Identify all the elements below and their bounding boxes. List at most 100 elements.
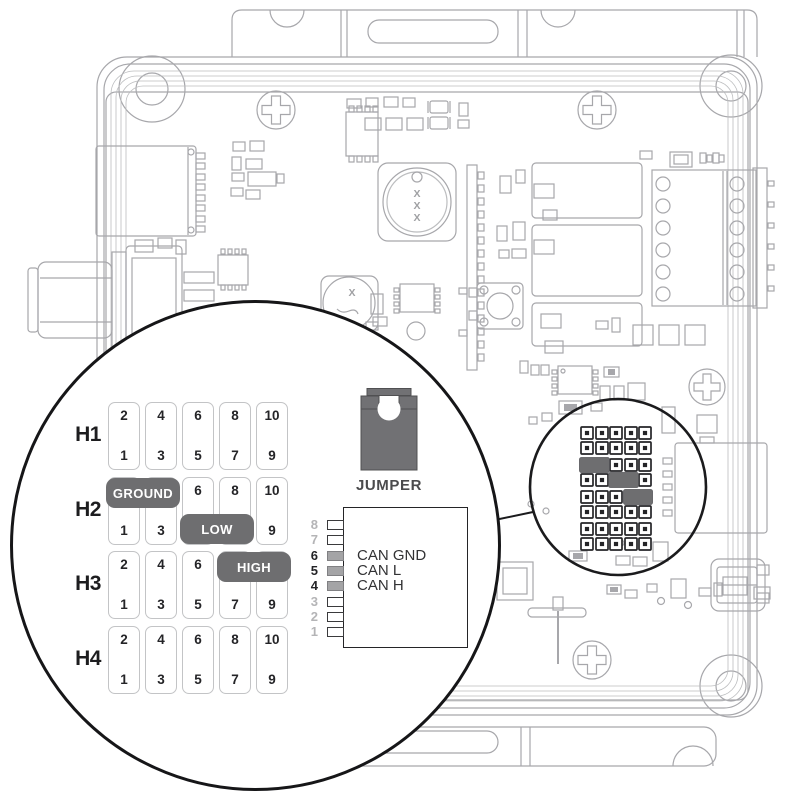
pin-number-bottom: 7 [231,596,239,612]
header-label-h4: H4 [75,647,101,670]
pin-number-bottom: 1 [120,671,128,687]
pin-column-h2-5: 10 9 [256,477,288,545]
large-cap-vent-mark: X [413,188,420,200]
pin-header-strip [458,164,485,371]
jumper-setting-badge-low: LOW [180,514,254,544]
jumper-label: JUMPER [355,477,423,494]
large-cap-vent-mark: X [413,212,420,224]
header-label-h1: H1 [75,423,101,446]
pin-number-top: 6 [194,408,202,423]
large-capacitor [377,162,457,242]
pin-number-bottom: 3 [157,447,165,463]
small-parts-left [134,237,249,302]
soic-chip-top [345,105,379,163]
connector-pin-number-3: 3 [310,594,318,609]
connector-pin-number-5: 5 [310,563,318,578]
jumper-cap-illustration [360,388,418,471]
pin-number-top: 6 [194,483,202,498]
large-cap-vent-mark: X [413,200,420,212]
pin-number-bottom: 7 [231,671,239,687]
pin-number-bottom: 1 [120,596,128,612]
connector-signal-can-l: CAN L [357,562,402,579]
inset-jumper-ground [579,457,610,473]
jumper-setting-badge-high: HIGH [217,552,291,582]
pin-number-top: 10 [264,483,280,498]
connector-pin-stub-5 [327,566,344,576]
right-small-parts [519,150,725,401]
connector-pin-stub-7 [327,535,344,545]
push-button [468,282,524,330]
connector-pin-stub-8 [327,520,344,530]
pin-number-bottom: 9 [268,671,276,687]
header-label-h2: H2 [75,498,101,521]
pin-number-bottom: 3 [157,671,165,687]
right-module [674,436,768,534]
bottom-center-parts [496,561,771,664]
connector-pin-number-2: 2 [310,609,318,624]
pin-number-top: 2 [120,408,128,423]
ethernet-connector [95,145,206,237]
inset-jumper-low [608,472,639,488]
connector-pin-stub-4 [327,581,344,591]
pin-number-bottom: 9 [268,522,276,538]
inset-circle [528,397,708,577]
pin-number-bottom: 3 [157,522,165,538]
pin-number-top: 8 [231,408,239,423]
inset-jumper-high [623,489,653,505]
pin-number-top: 10 [264,632,280,647]
screw-top-right-icon [577,90,617,130]
pin-number-top: 4 [157,408,165,423]
connector-pin-number-6: 6 [310,548,318,563]
pin-number-bottom: 7 [231,447,239,463]
pin-number-top: 6 [194,557,202,572]
pin-number-top: 2 [120,557,128,572]
connector-signal-can-gnd: CAN GND [357,547,427,564]
connector-pin-number-4: 4 [310,578,318,593]
small-cap-vent-mark: X [348,287,355,299]
connector-outline [343,507,468,648]
pin-column-h4-5: 10 9 [256,626,288,694]
pin-number-bottom: 5 [194,447,202,463]
transistor-parts [496,169,564,354]
screw-top-left-icon [256,90,296,130]
connector-pin-stub-6 [327,551,344,561]
pin-number-top: 8 [231,632,239,647]
jumper-setting-badge-ground: GROUND [106,478,180,508]
terminal-block [595,167,775,346]
soic-chip-mid [393,283,441,314]
connector-pin-stub-1 [327,627,344,637]
pin-number-top: 10 [264,408,280,423]
connector-pin-stub-2 [327,612,344,622]
pin-number-bottom: 1 [120,522,128,538]
connector-pin-number-7: 7 [310,532,318,547]
soic-chip-right [551,365,599,396]
pin-number-bottom: 3 [157,596,165,612]
jumper-block [579,426,653,551]
connector-pin-number-8: 8 [310,517,318,532]
pin-number-top: 6 [194,632,202,647]
screw-right-middle-icon [688,368,726,406]
pin-number-top: 2 [120,632,128,647]
connector-signal-can-h: CAN H [357,577,404,594]
pin-number-bottom: 5 [194,671,202,687]
connector-pin-stub-3 [327,597,344,607]
header-label-h3: H3 [75,572,101,595]
pin-number-bottom: 9 [268,447,276,463]
pin-number-top: 8 [231,483,239,498]
mini-usb-connector [710,558,770,612]
pin-number-top: 4 [157,632,165,647]
jumper-cap-notch [377,397,401,421]
pin-number-bottom: 5 [194,596,202,612]
